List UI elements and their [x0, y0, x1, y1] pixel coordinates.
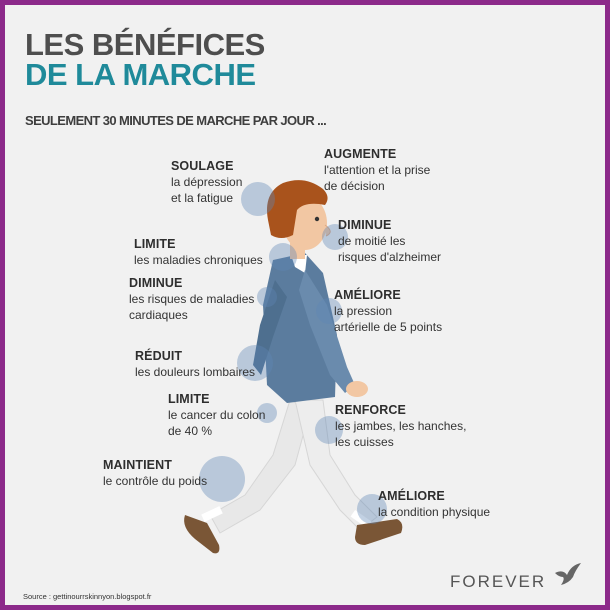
benefit-desc: le cancer du colon de 40 %	[168, 408, 266, 438]
highlight-lower-back	[237, 345, 273, 381]
benefit-desc: le contrôle du poids	[103, 474, 208, 488]
benefit-head: DIMINUE	[338, 218, 392, 232]
title-line-1: LES BÉNÉFICES	[25, 27, 265, 62]
benefit-desc: la pression artérielle de 5 points	[334, 304, 443, 334]
benefit-desc: l'attention et la prise de décision	[324, 163, 431, 193]
nose	[324, 224, 331, 237]
highlight-circles	[199, 182, 387, 524]
benefit-head: RÉDUIT	[135, 349, 183, 363]
infographic: LES BÉNÉFICES DE LA MARCHE SEULEMENT 30 …	[5, 5, 605, 605]
benefit-colon-cancer: LIMITE le cancer du colon de 40 %	[168, 391, 265, 439]
front-sock	[350, 509, 372, 529]
hair	[267, 180, 328, 238]
front-leg	[294, 399, 378, 531]
benefit-chronic-diseases: LIMITE les maladies chroniques	[134, 236, 263, 268]
front-arm	[299, 270, 355, 393]
highlight-neck	[269, 243, 297, 271]
highlight-thigh	[315, 416, 343, 444]
benefit-heart-disease: DIMINUE les risques de maladies cardiaqu…	[129, 275, 254, 323]
highlight-forehead	[322, 224, 348, 250]
benefit-attention: AUGMENTE l'attention et la prise de déci…	[324, 146, 430, 194]
eye	[314, 216, 320, 222]
back-shoe	[184, 515, 220, 554]
benefit-alzheimer: DIMINUE de moitié les risques d'alzheime…	[338, 217, 441, 265]
title-line-2: DE LA MARCHE	[25, 57, 256, 92]
highlight-brain	[241, 182, 275, 216]
benefit-blood-pressure: AMÉLIORE la pression artérielle de 5 poi…	[334, 287, 442, 335]
benefit-fitness: AMÉLIORE la condition physique	[378, 488, 490, 520]
highlight-colon	[257, 403, 277, 423]
collar	[291, 255, 307, 273]
benefit-desc: les jambes, les hanches, les cuisses	[335, 419, 467, 449]
benefit-head: AMÉLIORE	[378, 489, 445, 503]
front-shoe	[355, 519, 403, 545]
highlight-heart	[257, 287, 277, 307]
walking-man-illustration	[184, 180, 403, 554]
benefit-weight: MAINTIENT le contrôle du poids	[103, 457, 207, 489]
benefit-desc: les risques de maladies cardiaques	[129, 292, 255, 322]
benefit-head: MAINTIENT	[103, 458, 172, 472]
benefit-legs: RENFORCE les jambes, les hanches, les cu…	[335, 402, 466, 450]
bird-logo-icon	[555, 563, 581, 585]
highlight-hip	[199, 456, 245, 502]
benefit-head: LIMITE	[168, 392, 210, 406]
benefit-desc: les maladies chroniques	[134, 253, 263, 267]
benefit-desc: les douleurs lombaires	[135, 365, 256, 379]
benefit-head: AUGMENTE	[324, 147, 397, 161]
benefit-desc: de moitié les risques d'alzheimer	[338, 234, 442, 264]
benefit-head: DIMINUE	[129, 276, 183, 290]
benefit-head: RENFORCE	[335, 403, 406, 417]
source-credit: Source : gettinourrskinnyon.blogspot.fr	[23, 592, 152, 601]
back-arm	[253, 280, 287, 375]
benefit-head: LIMITE	[134, 237, 176, 251]
benefit-back-pain: RÉDUIT les douleurs lombaires	[135, 348, 255, 380]
benefit-desc: la dépression et la fatigue	[171, 175, 243, 205]
benefit-depression: SOULAGE la dépression et la fatigue	[171, 158, 242, 206]
brand-name: FOREVER	[450, 572, 547, 591]
benefit-head: SOULAGE	[171, 159, 234, 173]
highlight-foot	[357, 494, 387, 524]
hand	[346, 381, 368, 397]
back-sock	[201, 506, 223, 522]
benefit-head: AMÉLIORE	[334, 288, 401, 302]
benefit-desc: la condition physique	[378, 505, 491, 519]
highlight-chest	[316, 298, 342, 324]
subtitle: SEULEMENT 30 MINUTES DE MARCHE PAR JOUR …	[25, 113, 327, 128]
